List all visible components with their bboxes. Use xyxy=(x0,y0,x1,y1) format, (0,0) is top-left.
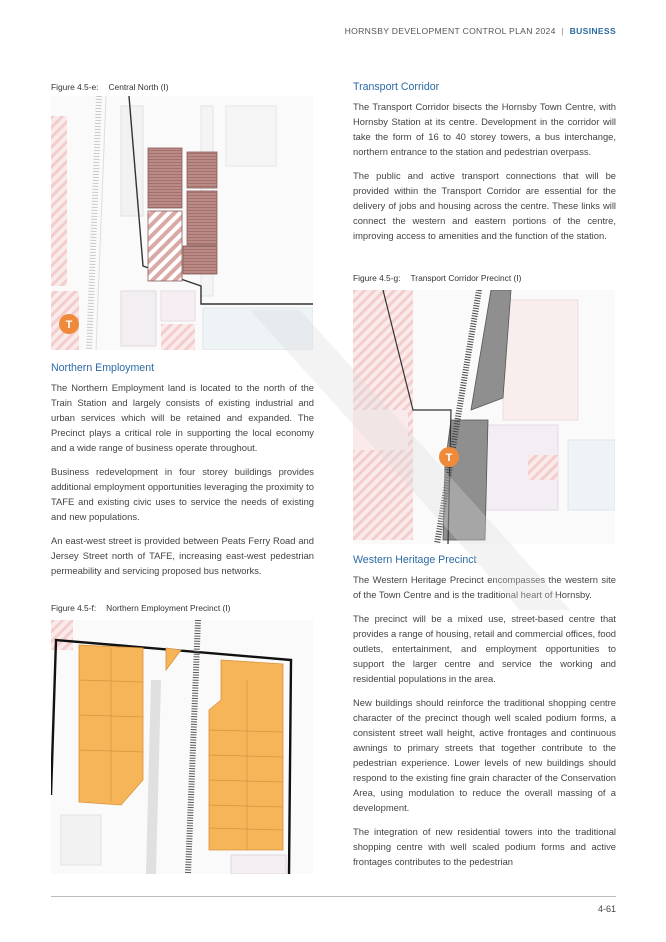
transport-corridor-map-graphic: T xyxy=(353,290,615,544)
figure-caption-central-north: Figure 4.5-e:Central North (I) xyxy=(51,82,169,92)
northern-employment-map xyxy=(51,620,313,874)
document-title: HORNSBY DEVELOPMENT CONTROL PLAN 2024 xyxy=(344,26,556,36)
header-separator: | xyxy=(561,26,564,36)
page-header: HORNSBY DEVELOPMENT CONTROL PLAN 2024 | … xyxy=(345,26,616,36)
central-north-map-graphic: T xyxy=(51,96,313,350)
figure-caption-northern-employment: Figure 4.5-f:Northern Employment Precinc… xyxy=(51,603,231,613)
section-western-heritage: Western Heritage Precinct The Western He… xyxy=(353,554,616,869)
section-northern-employment: Northern Employment The Northern Employm… xyxy=(51,362,314,578)
paragraph: The public and active transport connecti… xyxy=(353,170,616,241)
transport-corridor-map: T xyxy=(353,290,615,544)
paragraph: New buildings should reinforce the tradi… xyxy=(353,697,616,813)
paragraph: The Western Heritage Precinct encompasse… xyxy=(353,574,616,600)
paragraph: The precinct will be a mixed use, street… xyxy=(353,613,616,684)
northern-employment-map-graphic xyxy=(51,620,313,874)
section-heading: Northern Employment xyxy=(51,362,155,374)
paragraph: The integration of new residential tower… xyxy=(353,826,616,867)
paragraph: The Northern Employment land is located … xyxy=(51,382,314,453)
station-marker-icon xyxy=(59,314,79,334)
paragraph: The Transport Corridor bisects the Horns… xyxy=(353,101,616,157)
footer-divider xyxy=(51,896,616,897)
section-heading: Western Heritage Precinct xyxy=(353,554,477,566)
paragraph: An east-west street is provided between … xyxy=(51,535,314,576)
section-name: BUSINESS xyxy=(569,26,616,36)
central-north-map: T xyxy=(51,96,313,350)
station-marker-icon xyxy=(439,447,459,467)
paragraph: Business redevelopment in four storey bu… xyxy=(51,466,314,522)
section-transport-corridor: Transport Corridor The Transport Corrido… xyxy=(353,81,616,243)
svg-text:T: T xyxy=(66,319,73,331)
section-heading: Transport Corridor xyxy=(353,81,440,93)
svg-text:T: T xyxy=(446,452,453,464)
page-number: 4-61 xyxy=(597,904,616,914)
figure-caption-transport-corridor: Figure 4.5-g:Transport Corridor Precinct… xyxy=(353,273,522,283)
